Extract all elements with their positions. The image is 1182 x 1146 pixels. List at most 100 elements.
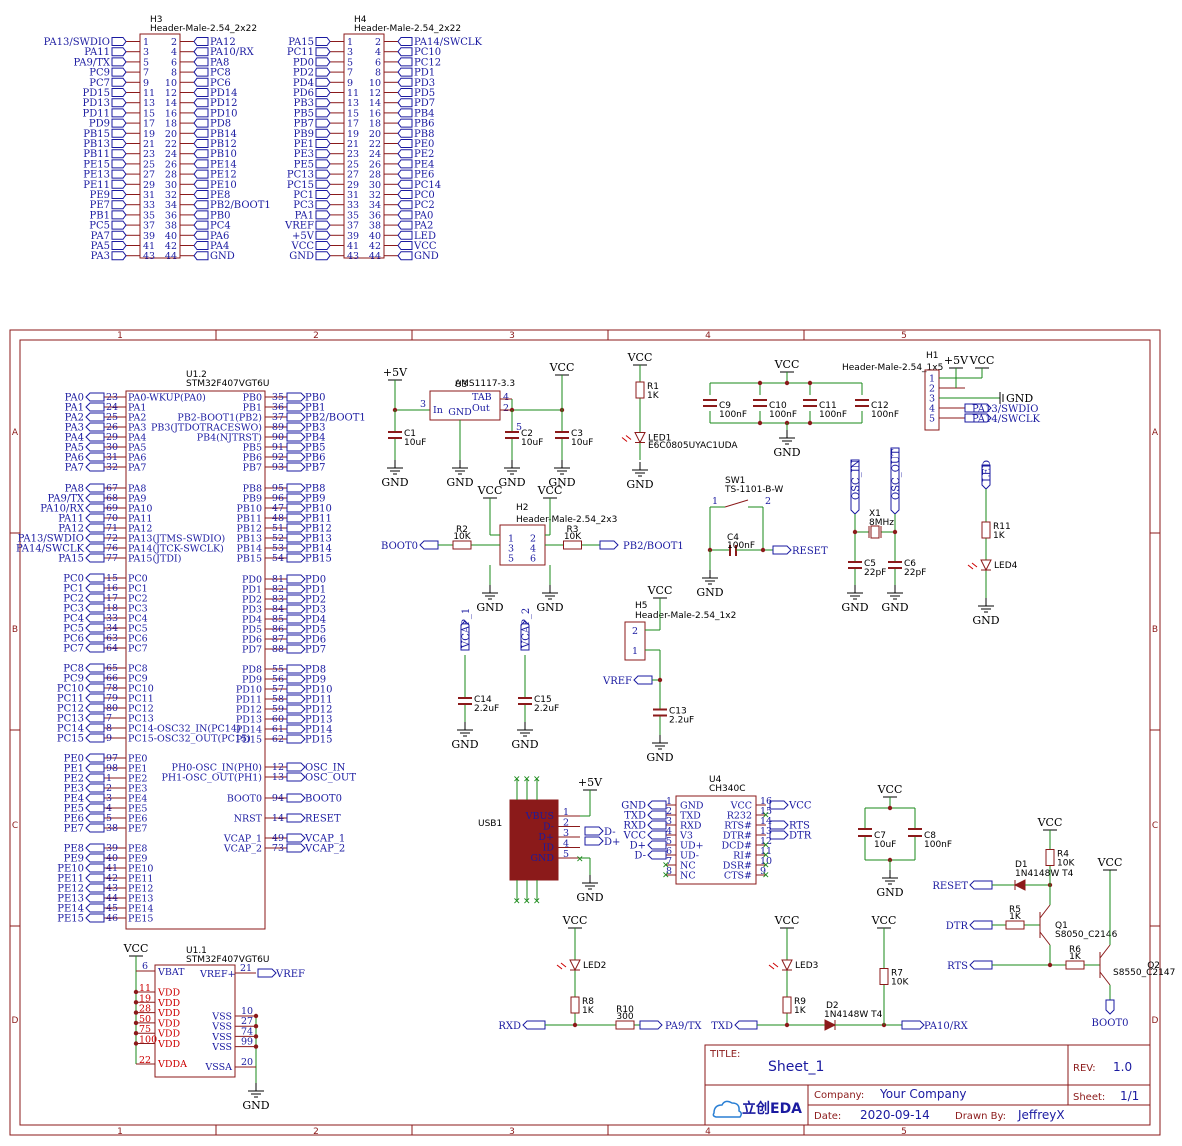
- net-flag-icon: [111, 190, 127, 199]
- net-flag-icon: [111, 251, 127, 261]
- net-flag-icon: [315, 37, 331, 46]
- net-flag-icon: [647, 830, 667, 840]
- mcu-right-net: PB12: [305, 524, 332, 535]
- ch340-pin-name: VCC: [730, 801, 752, 812]
- net-flag-icon: [397, 230, 413, 240]
- header-pin-number: 43: [143, 251, 155, 262]
- mcu-pin-name: PE1: [128, 764, 147, 775]
- mcu-left-net: PE14: [57, 904, 84, 915]
- header-right-net: PA10/RX: [210, 47, 255, 58]
- led-arrow: [967, 564, 974, 570]
- net-flag-icon: [111, 128, 127, 138]
- mcu-pin-number: 63: [106, 633, 118, 644]
- mcu-pin-number: 9: [106, 733, 112, 744]
- net-flag-icon: [85, 713, 105, 723]
- mcu-pin-number: 92: [272, 452, 284, 463]
- res-value: 1K: [993, 531, 1006, 541]
- header-left-net: PE5: [294, 159, 314, 170]
- header-right-net: PC8: [210, 68, 231, 79]
- boot0-net: BOOT0: [381, 541, 418, 552]
- vdd-pin-number: 100: [139, 1035, 157, 1046]
- header-pin-number: 41: [347, 241, 359, 252]
- mcu-pin-number: 60: [272, 714, 284, 725]
- header-pin-number: 26: [369, 159, 381, 170]
- h1-pin-num: 1: [929, 374, 935, 385]
- mcu-pin-name: PD8: [242, 665, 262, 676]
- mcu-pin-number: 29: [106, 432, 118, 443]
- mcu-pin-name: PE15: [128, 914, 153, 925]
- mcu-pin-number: 42: [106, 873, 118, 884]
- mcu-pin-number: 94: [272, 793, 284, 804]
- mcu-pin-number: 44: [106, 893, 118, 904]
- header-pin-number: 15: [143, 108, 155, 119]
- mcu-pin-number: 77: [106, 553, 118, 564]
- net-flag-icon: [315, 210, 331, 220]
- net-flag-icon: [769, 830, 789, 840]
- vss-pin-name: VSS: [211, 1022, 232, 1033]
- ch340-pin-name: UD+: [680, 841, 704, 852]
- frame-row-label: B: [1152, 625, 1158, 635]
- gnd-label: GND: [696, 586, 723, 599]
- txd-net: TXD: [711, 1021, 733, 1032]
- mcu-right-net: PD10: [305, 685, 332, 696]
- mcu-pin-name: PB15: [237, 554, 262, 565]
- net-flag-icon: [85, 803, 105, 813]
- ch340-pin-name: UD-: [680, 851, 699, 862]
- h2-pin-num: 5: [508, 554, 514, 565]
- vcc-label: VCC: [537, 484, 563, 497]
- header-pin-number: 6: [375, 57, 381, 68]
- net-flag-icon: [315, 98, 331, 108]
- header-left-net: PE15: [83, 159, 110, 170]
- net-flag-icon: [85, 753, 105, 763]
- cap-plus: 5: [516, 422, 522, 433]
- header-pin-number: 24: [369, 149, 381, 160]
- usb-pin-name: VBUS: [525, 811, 554, 822]
- mcu-pin-number: 65: [106, 663, 118, 674]
- sw-value: TS-1101-B-W: [724, 485, 783, 495]
- frame-col-label: 1: [117, 331, 123, 341]
- net-flag-icon: [286, 553, 306, 563]
- header-pin-number: 44: [165, 251, 177, 262]
- cap-value: 10uF: [521, 438, 543, 448]
- net-flag-icon: [85, 523, 105, 533]
- net-flag-icon: [85, 913, 105, 923]
- mcu-pin-number: 37: [272, 412, 284, 423]
- header-right-net: PA0: [414, 210, 433, 221]
- cap-ref: C15: [534, 695, 552, 705]
- cap-value: 2.2uF: [474, 704, 499, 714]
- net-flag-icon: [397, 118, 413, 128]
- net-flag-icon: [85, 543, 105, 553]
- sheet-frame-outer: [9, 329, 1161, 1136]
- osc-in-net: OSC_IN: [851, 459, 862, 500]
- mcu-pin-name: PE9: [128, 854, 147, 865]
- header-pin-number: 38: [369, 221, 381, 232]
- gnd-label: GND: [511, 738, 538, 751]
- mcu-pin-name: PB0: [243, 393, 262, 404]
- mcu-pin-name: PB2-BOOT1(PB2): [177, 413, 262, 424]
- regulator-ref: U3: [455, 380, 467, 390]
- cap-ref: C10: [769, 401, 787, 411]
- junction-dot: [133, 1020, 139, 1026]
- header-pin-number: 31: [143, 190, 155, 201]
- res-ref: R3: [567, 525, 579, 535]
- vcc-label: VCC: [871, 914, 897, 927]
- reg-pin-name: In: [433, 405, 443, 416]
- mcu-pin-number: 91: [272, 442, 284, 453]
- header-left-net: GND: [289, 251, 314, 262]
- gnd-label: GND: [1006, 392, 1033, 405]
- header-pin-number: 34: [369, 200, 381, 211]
- mcu-pin-name: PD11: [236, 695, 262, 706]
- mcu-pin-name: PA14(JTCK-SWCLK): [128, 544, 224, 555]
- frame-row-label: C: [12, 821, 18, 831]
- ch340-body: [675, 795, 757, 885]
- res-ref: R8: [582, 997, 594, 1007]
- ch340-pin-name: DTR#: [723, 831, 752, 842]
- header-right-net: GND: [414, 251, 439, 262]
- mcu-left-net: PC9: [63, 674, 84, 685]
- mcu-pin-name: PD2: [242, 595, 262, 606]
- ch340-right-net: RTS: [789, 821, 810, 832]
- mcu-pin-name: PC3: [128, 604, 148, 615]
- sw-ref: SW1: [725, 476, 745, 486]
- header-left-net: PD2: [293, 68, 314, 79]
- mcu-left-net: PE13: [57, 894, 84, 905]
